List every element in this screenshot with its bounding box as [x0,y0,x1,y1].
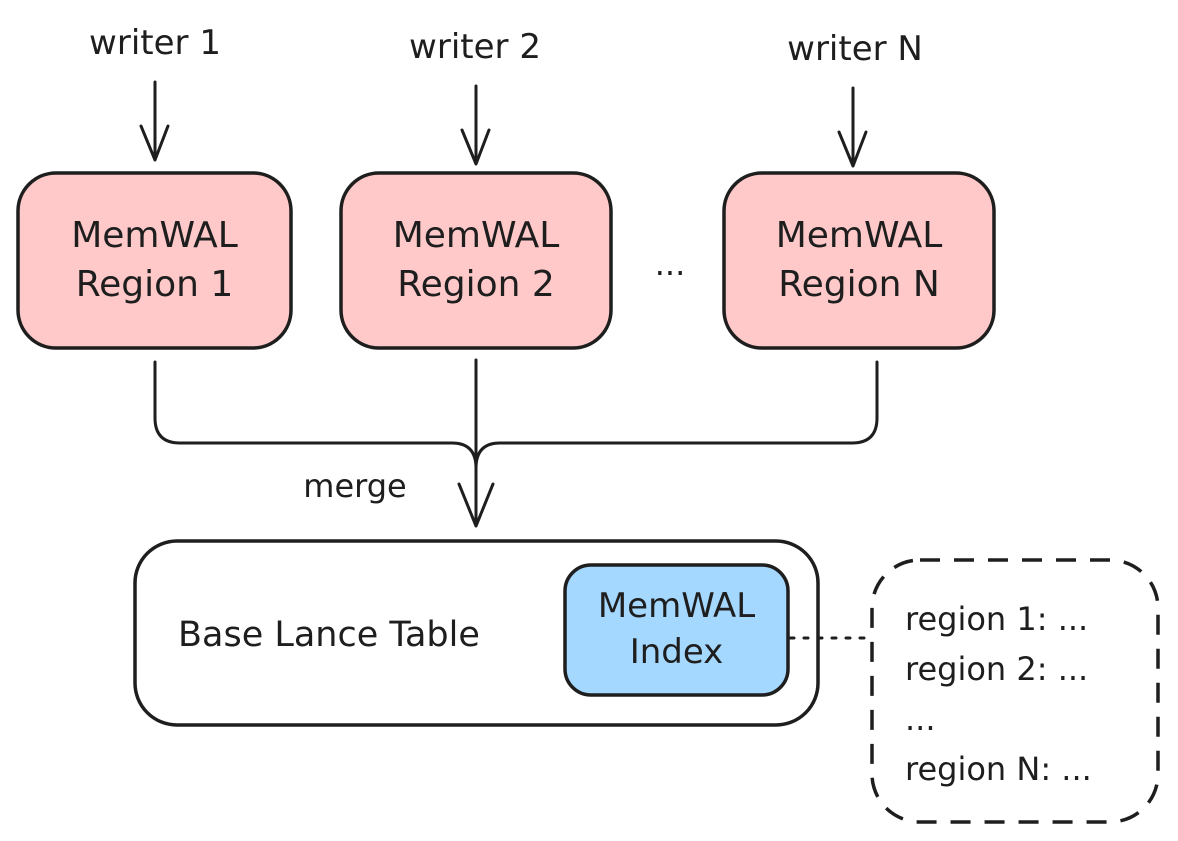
writer-arrow-2 [460,84,491,166]
writer-label-1: writer 1 [89,23,221,63]
writer-arrow-1 [139,80,170,162]
region-2-title: MemWAL [392,214,560,256]
region-list: region 1: ... region 2: ... ... region N… [905,594,1092,794]
region-box-n-text: MemWAL Region N [724,173,994,348]
merge-connector [153,358,879,528]
regions-ellipsis: ... [654,245,686,283]
region-box-n [722,171,996,350]
region-list-box [870,558,1160,824]
writer-arrow-n [837,86,868,168]
region-list-entry-ellipsis: ... [905,700,936,738]
writer-label-2: writer 2 [409,27,541,67]
region-list-entry-1: region 1: ... [905,600,1089,638]
index-box-text: MemWAL Index [565,565,788,695]
region-1-title: MemWAL [71,214,238,256]
region-box-1-text: MemWAL Region 1 [18,173,291,348]
region-box-2-text: MemWAL Region 2 [341,173,611,348]
region-2-name: Region 2 [397,263,555,305]
region-box-1 [16,171,293,350]
region-n-name: Region N [778,263,940,305]
index-box [563,563,790,697]
merge-label: merge [303,467,407,505]
writer-label-n: writer N [787,29,923,69]
region-list-entry-n: region N: ... [905,750,1092,788]
index-name: Index [629,632,724,672]
index-title: MemWAL [597,586,756,627]
region-box-2 [339,171,613,350]
region-1-name: Region 1 [75,263,234,305]
base-table-label: Base Lance Table [178,615,480,655]
region-n-title: MemWAL [775,214,943,256]
region-list-entry-2: region 2: ... [905,650,1089,688]
